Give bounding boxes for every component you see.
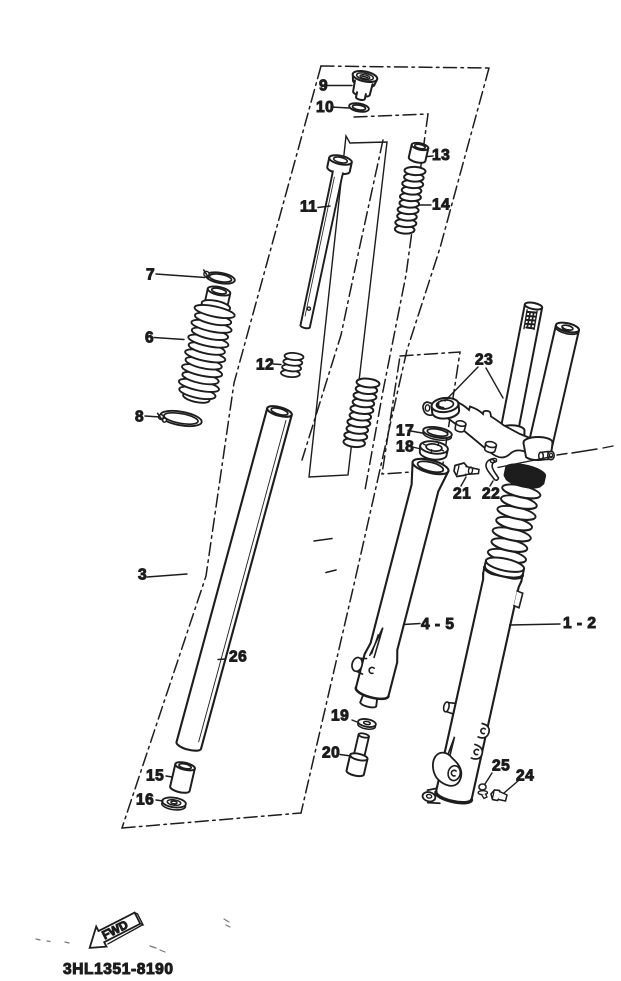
svg-text:21: 21 — [453, 486, 471, 503]
svg-text:3HL1351-8190: 3HL1351-8190 — [63, 961, 174, 978]
svg-text:20: 20 — [322, 745, 340, 762]
svg-text:7: 7 — [146, 267, 155, 284]
svg-text:3: 3 — [138, 567, 147, 584]
svg-text:23: 23 — [475, 352, 493, 369]
svg-text:10: 10 — [316, 99, 334, 116]
svg-text:25: 25 — [492, 758, 510, 775]
svg-text:13: 13 — [432, 147, 450, 164]
svg-text:18: 18 — [396, 439, 414, 456]
svg-text:14: 14 — [432, 197, 450, 214]
svg-text:1 - 2: 1 - 2 — [563, 615, 597, 632]
svg-text:17: 17 — [396, 423, 414, 440]
svg-text:26: 26 — [229, 649, 247, 666]
svg-text:11: 11 — [300, 199, 317, 216]
svg-text:4 - 5: 4 - 5 — [421, 616, 455, 633]
svg-text:19: 19 — [331, 708, 349, 725]
svg-text:12: 12 — [256, 357, 274, 374]
svg-text:24: 24 — [516, 768, 534, 785]
svg-text:6: 6 — [145, 330, 154, 347]
svg-text:15: 15 — [146, 768, 164, 785]
svg-text:8: 8 — [135, 409, 144, 426]
svg-text:16: 16 — [136, 792, 154, 809]
svg-text:22: 22 — [482, 486, 500, 503]
svg-text:9: 9 — [319, 78, 328, 95]
